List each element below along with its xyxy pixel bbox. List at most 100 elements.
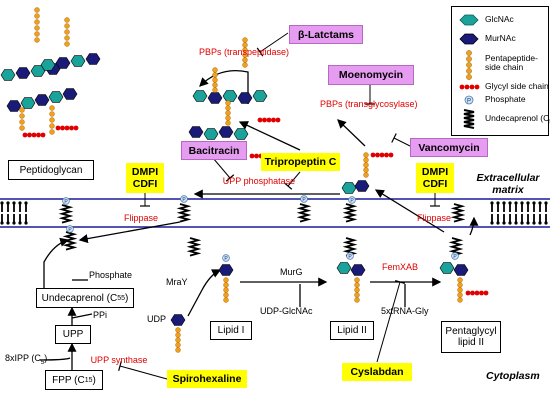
pentaglycyl-box: Pentaglycyl lipid II <box>441 321 501 353</box>
label-phosphate: Phosphate <box>89 270 133 280</box>
upp-box: UPP <box>55 325 91 344</box>
lipid-head <box>544 221 548 225</box>
nascent-chain-sugar <box>203 128 219 140</box>
nascent-chain-sugar <box>233 128 249 140</box>
pentaglycyl-glycyl <box>474 290 480 296</box>
enzyme-pbps-transglycosylase: PBPs (transglycosylase) <box>320 99 418 109</box>
peptidoglycan-peptide <box>34 13 40 19</box>
udp-peptide <box>175 342 181 348</box>
extracellular-lipid2-glycyl <box>370 152 376 158</box>
undecaprenol-symbol <box>463 109 475 129</box>
inhibitor-moenomycin: Moenomycin <box>328 65 414 85</box>
enzyme-pbps-transpeptidase: PBPs (transpeptidase) <box>199 47 290 57</box>
nascent-chain-sugar <box>207 92 223 104</box>
arrow-pentaglycyl-up <box>469 216 479 236</box>
peptidoglycan-glycyl <box>27 132 32 138</box>
lipid-head <box>526 201 530 205</box>
inhibit-tripropeptin-bar <box>283 182 293 190</box>
lipid1-phosphate <box>222 254 230 262</box>
region-extracellular: Extracellular matrix <box>476 172 540 196</box>
extracellular-lipid2-glycyl <box>384 152 389 158</box>
pentapeptide-symbol <box>466 50 472 80</box>
nascent-chain-sugar <box>188 126 204 138</box>
udp-peptide <box>175 347 181 353</box>
peptidoglycan-peptide <box>19 125 25 131</box>
inhibit-cyslabdan <box>376 281 401 363</box>
nascent-peptide <box>212 82 218 88</box>
nascent-chain-sugar <box>192 90 208 102</box>
nascent-peptide <box>212 72 218 78</box>
legend-undecaprenol: Undecaprenol (C55) <box>485 113 550 126</box>
lipid2-peptide <box>354 282 360 288</box>
lipid-head <box>508 201 512 205</box>
undecaprenol-carrier <box>342 203 358 223</box>
pentaglycyl-peptide <box>457 297 463 303</box>
inhibit-blactams <box>259 32 289 53</box>
legend-glycyl: Glycyl side chain <box>485 81 549 91</box>
region-cytoplasm: Cytoplasm <box>486 370 540 382</box>
inhibit-bacitracin <box>212 157 231 179</box>
inhibitor-blactams: β-Latctams <box>289 25 363 44</box>
lipid1-phosphate-label: P <box>224 256 228 262</box>
peptidoglycan-peptide <box>19 113 25 119</box>
nascent-glycyl <box>266 117 272 123</box>
lipid1-peptide <box>223 287 229 293</box>
lipid2-peptide <box>354 292 360 298</box>
lipid-head <box>18 201 22 205</box>
enzyme-flippase-right: Flippase <box>416 213 452 223</box>
lipid1-peptide <box>223 277 229 283</box>
extracellular-lipid2-peptide <box>363 152 369 158</box>
peptidoglycan-peptide <box>19 119 25 125</box>
undecaprenol-carrier <box>186 237 202 257</box>
pentaglycyl-glycyl <box>479 290 484 296</box>
nascent-peptide <box>242 57 248 63</box>
lipid-head <box>532 201 536 205</box>
peptidoglycan-peptide <box>34 25 40 31</box>
inhibit-spirohexaline <box>119 365 168 380</box>
enzyme-upp-phosphatase: UPP phosphatase <box>222 176 296 186</box>
lipid-head <box>490 221 494 225</box>
membrane-phosphate-label: P <box>302 197 306 203</box>
inhibit-spirohexaline-bar <box>118 361 122 371</box>
nascent-glycyl <box>271 117 276 123</box>
lipid2-peptide <box>354 297 360 303</box>
lipid-head <box>514 201 518 205</box>
inhibitor-cyslabdan: Cyslabdan <box>342 363 412 381</box>
enzyme-flippase-left: Flippase <box>123 213 159 223</box>
lipid-head <box>496 221 500 225</box>
extracellular-lipid2-glycyl <box>375 152 380 158</box>
peptidoglycan-sugar <box>6 100 22 112</box>
nascent-glycyl <box>262 117 267 123</box>
inhibit-blactams-bar <box>256 47 264 57</box>
extracellular-lipid2-murnac <box>354 180 370 192</box>
peptidoglycan-sugar <box>15 67 31 79</box>
peptidoglycan-peptide <box>49 111 55 117</box>
lipid-head <box>520 201 524 205</box>
nascent-peptide <box>212 67 218 73</box>
legend-phosphate: Phosphate <box>485 94 526 104</box>
extracellular-lipid2-peptide <box>363 167 369 173</box>
lipid-head <box>526 221 530 225</box>
lipid-head <box>18 221 22 225</box>
extracellular-lipid2-glcnac <box>341 182 357 194</box>
membrane-phosphate-label: P <box>64 199 68 205</box>
inhibitor-dmpi-left: DMPI CDFI <box>126 163 164 193</box>
nascent-peptide <box>225 100 231 106</box>
udp-murnac <box>170 314 186 326</box>
label-trna-gly: 5xtRNA-Gly <box>381 306 429 316</box>
extracellular-phosphate-label: P <box>350 198 354 204</box>
pentaglycyl-phosphate <box>451 252 459 260</box>
inhibit-bacitracin-bar <box>225 174 235 182</box>
lipid1-box: Lipid I <box>210 321 252 340</box>
lipid-head <box>496 201 500 205</box>
nascent-peptide <box>225 120 231 126</box>
peptidoglycan-peptide <box>49 105 55 111</box>
peptidoglycan-peptide <box>64 23 70 29</box>
lipid-head <box>538 221 542 225</box>
udp-peptide <box>175 327 181 333</box>
lipid-head <box>490 201 494 205</box>
peptidoglycan-sugar <box>30 65 46 77</box>
